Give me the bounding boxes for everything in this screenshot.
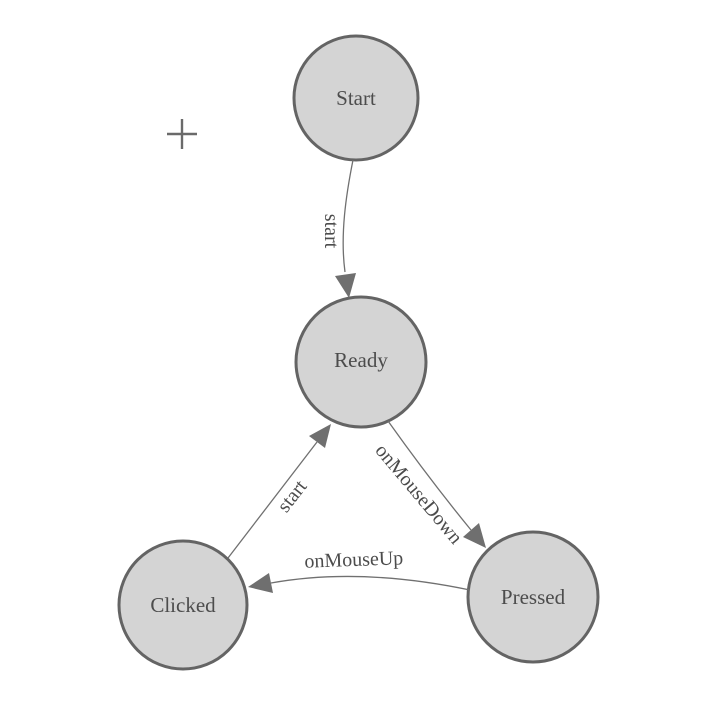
- node-clicked[interactable]: Clicked: [117, 539, 249, 671]
- node-ready-label: Ready: [334, 348, 388, 372]
- edge-clicked-to-ready[interactable]: start: [227, 424, 331, 559]
- node-start-label: Start: [336, 86, 376, 110]
- node-clicked-circle[interactable]: [117, 539, 249, 671]
- edge-start-to-ready-label: start: [320, 214, 342, 249]
- edge-ready-to-pressed-label: onMouseDown: [371, 440, 467, 549]
- node-clicked-label: Clicked: [150, 593, 216, 617]
- edge-ready-to-pressed[interactable]: onMouseDown: [371, 420, 486, 549]
- node-pressed-circle[interactable]: [466, 530, 600, 664]
- node-start-circle[interactable]: [292, 34, 420, 162]
- edge-start-to-ready-line[interactable]: [342, 159, 354, 273]
- edge-clicked-to-ready-line[interactable]: [227, 441, 318, 559]
- edge-ready-to-pressed-arrowhead-icon: [463, 523, 486, 548]
- edge-pressed-to-clicked-arrowhead-icon: [248, 573, 273, 593]
- edge-clicked-to-ready-arrowhead-icon: [309, 424, 331, 448]
- node-pressed[interactable]: Pressed: [466, 530, 600, 664]
- edge-clicked-to-ready-label: start: [273, 476, 312, 517]
- node-pressed-label: Pressed: [501, 585, 566, 609]
- crosshair-icon: [167, 119, 197, 149]
- node-ready-circle[interactable]: [294, 295, 428, 429]
- edge-pressed-to-clicked-line[interactable]: [270, 575, 471, 591]
- node-ready[interactable]: Ready: [294, 295, 428, 429]
- edge-ready-to-pressed-line[interactable]: [387, 420, 472, 531]
- edge-start-to-ready[interactable]: start: [320, 159, 356, 298]
- edge-pressed-to-clicked[interactable]: onMouseUp: [248, 547, 471, 593]
- edge-start-to-ready-arrowhead-icon: [335, 273, 356, 298]
- edge-pressed-to-clicked-label: onMouseUp: [304, 547, 404, 572]
- node-start[interactable]: Start: [292, 34, 420, 162]
